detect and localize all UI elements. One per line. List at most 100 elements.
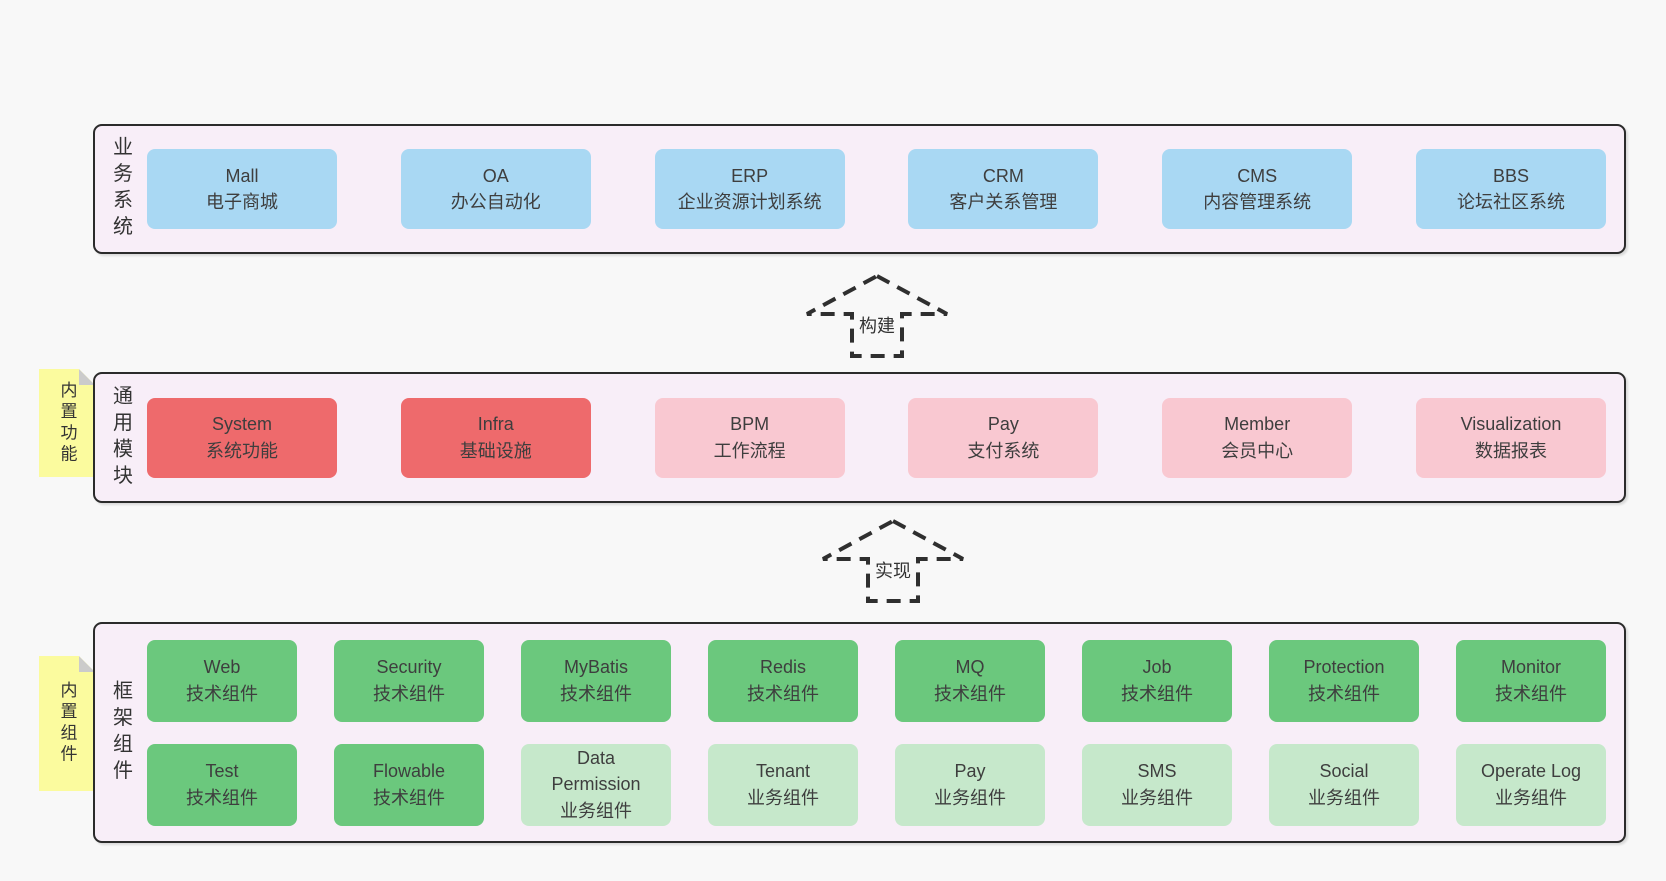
- box-subtitle: 会员中心: [1221, 440, 1294, 461]
- box-title: Protection: [1303, 657, 1385, 678]
- box-title: BPM: [730, 414, 770, 435]
- box-subtitle: 技术组件: [373, 787, 445, 808]
- box-subtitle: 支付系统: [967, 440, 1040, 461]
- sticky-tab-built-in-components: 内置组件: [39, 656, 95, 791]
- panel-title: 业务系统: [109, 136, 132, 242]
- implement-arrow-label: 实现: [872, 557, 914, 583]
- box-title: SMS: [1137, 761, 1177, 782]
- box-title: Pay: [954, 761, 986, 782]
- box-subtitle: 业务组件: [934, 787, 1006, 808]
- box-subtitle: 技术组件: [560, 683, 632, 704]
- box-subtitle: 业务组件: [1495, 787, 1567, 808]
- diagram-box: Visualization 数据报表: [1415, 397, 1606, 478]
- box-title: CRM: [982, 165, 1024, 186]
- box-title: System: [211, 414, 272, 435]
- build-arrow: 构建: [805, 272, 949, 360]
- box-title: Social: [1319, 761, 1369, 782]
- box-subtitle: 电子商城: [206, 192, 278, 212]
- diagram-box: Protection 技术组件: [1269, 639, 1419, 722]
- box-subtitle: 业务组件: [560, 800, 632, 821]
- box-subtitle: 技术组件: [1495, 683, 1567, 704]
- box-subtitle: 技术组件: [373, 683, 445, 704]
- diagram-box: System 系统功能: [147, 397, 337, 478]
- diagram-box: Job 技术组件: [1082, 639, 1232, 722]
- diagram-box: Security 技术组件: [334, 639, 484, 722]
- diagram-box: ERP 企业资源计划系统: [654, 149, 845, 229]
- diagram-box: MyBatis 技术组件: [521, 639, 671, 722]
- implement-arrow: 实现: [821, 517, 965, 605]
- panel-business-systems: 业务系统 Mall 电子商城 OA 办公自动化 ERP 企业资源计划系统 CRM…: [93, 124, 1626, 254]
- sticky-tab-label: 内置组件: [57, 681, 77, 766]
- box-subtitle: 技术组件: [747, 683, 819, 704]
- box-title: Member: [1224, 414, 1291, 435]
- box-title: Security: [376, 657, 442, 678]
- box-title: Data Permission: [551, 748, 641, 795]
- box-title: MQ: [955, 657, 985, 678]
- diagram-box: Operate Log 业务组件: [1456, 743, 1606, 826]
- box-subtitle: 基础设施: [459, 440, 532, 461]
- diagram-box: SMS 业务组件: [1082, 743, 1232, 826]
- diagram-box: Tenant 业务组件: [708, 743, 858, 826]
- diagram-box: BPM 工作流程: [654, 397, 845, 478]
- diagram-box: Mall 电子商城: [147, 149, 337, 229]
- diagram-box: OA 办公自动化: [400, 149, 591, 229]
- box-title: Operate Log: [1480, 761, 1582, 782]
- box-subtitle: 技术组件: [934, 683, 1006, 704]
- box-title: BBS: [1492, 165, 1529, 186]
- module-row: System 系统功能 Infra 基础设施 BPM 工作流程 Pay 支付系统…: [147, 397, 1606, 478]
- panel-title: 框架组件: [109, 679, 132, 786]
- diagram-box: CMS 内容管理系统: [1162, 149, 1353, 229]
- box-title: CMS: [1237, 165, 1278, 186]
- diagram-box: Pay 业务组件: [895, 743, 1045, 826]
- box-title: Monitor: [1500, 657, 1562, 678]
- panel-framework-components: 框架组件 Web 技术组件 Security 技术组件 MyBatis 技术组件…: [93, 622, 1626, 843]
- box-title: Visualization: [1460, 414, 1562, 435]
- box-subtitle: 技术组件: [186, 683, 258, 704]
- module-row: Mall 电子商城 OA 办公自动化 ERP 企业资源计划系统 CRM 客户关系…: [147, 149, 1606, 229]
- box-title: OA: [482, 165, 509, 186]
- box-subtitle: 技术组件: [1308, 683, 1380, 704]
- box-subtitle: 业务组件: [1121, 787, 1193, 808]
- box-title: Pay: [987, 414, 1019, 435]
- diagram-box: Infra 基础设施: [400, 397, 591, 478]
- sticky-tab-label: 内置功能: [57, 380, 77, 466]
- box-title: Test: [205, 761, 239, 782]
- box-subtitle: 业务组件: [747, 787, 819, 808]
- diagram-box: Flowable 技术组件: [334, 743, 484, 826]
- box-subtitle: 技术组件: [186, 787, 258, 808]
- panel-content: System 系统功能 Infra 基础设施 BPM 工作流程 Pay 支付系统…: [147, 374, 1624, 501]
- diagram-box: Web 技术组件: [147, 639, 297, 722]
- box-title: Infra: [477, 414, 514, 435]
- box-subtitle: 系统功能: [206, 440, 278, 461]
- diagram-box: Redis 技术组件: [708, 639, 858, 722]
- diagram-box: MQ 技术组件: [895, 639, 1045, 722]
- box-subtitle: 业务组件: [1308, 787, 1380, 808]
- panel-content: Mall 电子商城 OA 办公自动化 ERP 企业资源计划系统 CRM 客户关系…: [147, 126, 1624, 252]
- box-subtitle: 技术组件: [1121, 683, 1193, 704]
- diagram-box: CRM 客户关系管理: [908, 149, 1099, 229]
- sticky-tab-built-in-features: 内置功能: [39, 369, 95, 477]
- box-subtitle: 工作流程: [713, 440, 786, 461]
- box-subtitle: 办公自动化: [450, 192, 541, 212]
- diagram-box: BBS 论坛社区系统: [1415, 149, 1606, 229]
- diagram-box: Member 会员中心: [1162, 397, 1353, 478]
- box-subtitle: 内容管理系统: [1203, 192, 1312, 212]
- box-subtitle: 客户关系管理: [949, 192, 1058, 212]
- panel-title: 通用模块: [109, 384, 132, 491]
- diagram-box: Test 技术组件: [147, 743, 297, 826]
- box-title: Tenant: [755, 761, 811, 782]
- box-title: Mall: [225, 165, 259, 186]
- diagram-box: Pay 支付系统: [908, 397, 1099, 478]
- diagram-box: Data Permission 业务组件: [521, 743, 671, 826]
- build-arrow-label: 构建: [856, 312, 898, 338]
- box-subtitle: 论坛社区系统: [1456, 192, 1565, 212]
- panel-common-modules: 通用模块 System 系统功能 Infra 基础设施 BPM 工作流程 Pay…: [93, 372, 1626, 503]
- module-row: Web 技术组件 Security 技术组件 MyBatis 技术组件 Redi…: [147, 639, 1606, 722]
- diagram-box: Monitor 技术组件: [1456, 639, 1606, 722]
- module-row: Test 技术组件 Flowable 技术组件 Data Permission …: [147, 743, 1606, 826]
- box-title: ERP: [731, 165, 769, 186]
- panel-content: Web 技术组件 Security 技术组件 MyBatis 技术组件 Redi…: [147, 624, 1624, 841]
- box-title: Redis: [759, 657, 807, 678]
- box-title: Job: [1142, 657, 1172, 678]
